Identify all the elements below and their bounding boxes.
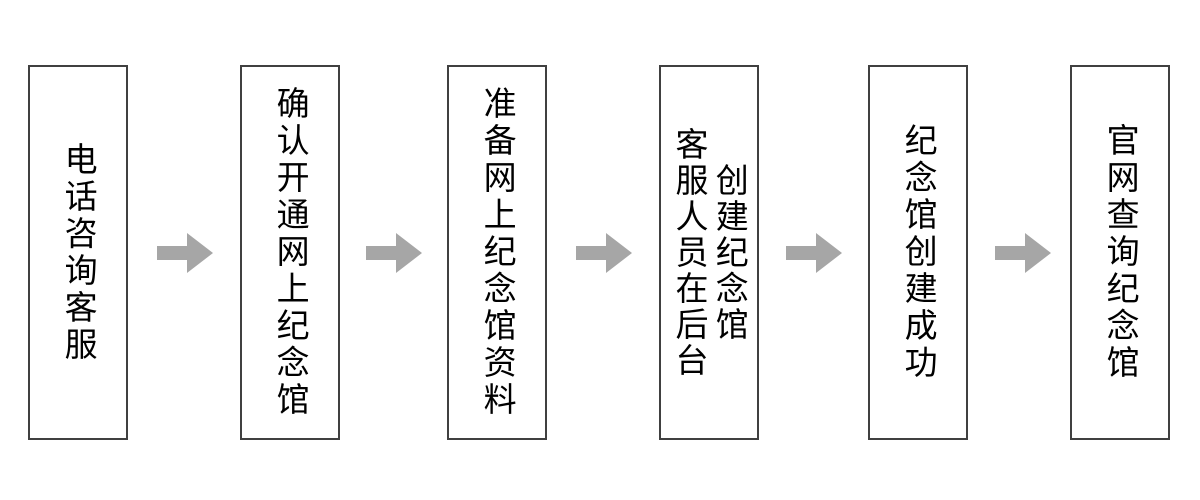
flow-node-step-2[interactable]: 确认开通网上纪念馆 [240,65,340,440]
flow-arrow-right-icon [995,231,1051,275]
flow-arrow-right-icon [576,231,632,275]
flow-arrow-right-icon [786,231,842,275]
flow-node-label: 电话咨询客服 [59,141,99,364]
flow-arrow-right-icon [366,231,422,275]
flow-node-step-1[interactable]: 电话咨询客服 [28,65,128,440]
flow-node-step-4[interactable]: 客服人员在后台 创建纪念馆 [659,65,759,440]
flow-node-label-column-2: 创建纪念馆 [710,162,750,343]
flow-node-label: 确认开通网上纪念馆 [271,86,311,419]
flow-arrow-right-icon [157,231,213,275]
flow-node-label: 准备网上纪念馆资料 [478,86,518,419]
flow-node-step-3[interactable]: 准备网上纪念馆资料 [447,65,547,440]
flow-node-label-column-1: 客服人员在后台 [670,126,709,379]
flow-node-label: 官网查询纪念馆 [1101,123,1141,382]
flow-node-step-6[interactable]: 官网查询纪念馆 [1070,65,1170,440]
flow-node-label: 纪念馆创建成功 [899,123,939,382]
flow-node-step-5[interactable]: 纪念馆创建成功 [868,65,968,440]
